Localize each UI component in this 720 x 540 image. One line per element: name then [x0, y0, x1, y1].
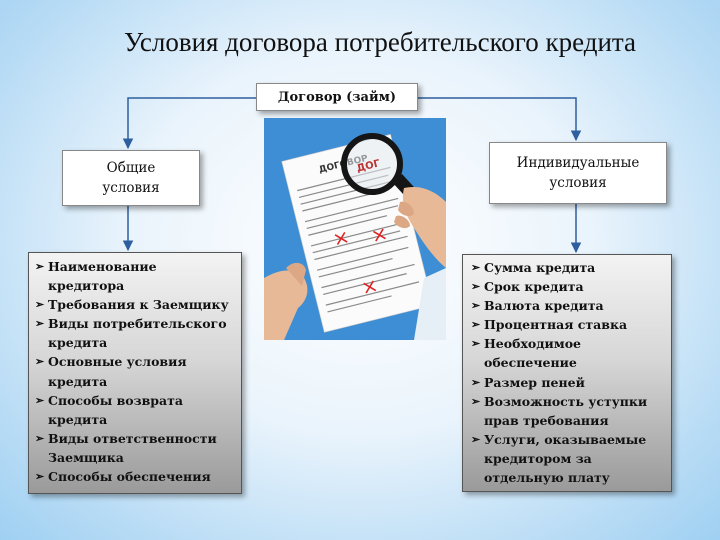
arrow-bullet-icon: ➢: [471, 337, 481, 351]
arrow-bullet-icon: ➢: [35, 355, 45, 369]
page-title: Условия договора потребительского кредит…: [123, 27, 637, 57]
individual-label-line: условия: [549, 175, 607, 191]
general-conditions-list: ➢Наименование кредитора ➢Требования к За…: [28, 252, 242, 494]
list-item: ➢Услуги, оказываемые кредитором за отдел…: [471, 430, 667, 487]
list-item: ➢Виды потребительского кредита: [35, 314, 237, 352]
list-item: ➢ Виды ответственности Заемщика: [35, 429, 237, 467]
list-item: ➢Процентная ставка: [471, 315, 667, 334]
arrow-bullet-icon: ➢: [471, 318, 481, 332]
list-item: ➢Валюта кредита: [471, 296, 667, 315]
connector-to-individual: [416, 97, 582, 142]
root-label: Договор (займ): [277, 89, 397, 105]
list-item: ➢Способы обеспечения: [35, 467, 237, 486]
list-item: ➢Необходимое обеспечение: [471, 334, 667, 372]
arrow-bullet-icon: ➢: [471, 375, 481, 389]
root-node: Договор (займ): [256, 83, 418, 111]
contract-magnifier-photo: ДОГОВОР ДОГ: [264, 118, 446, 340]
list-item: ➢Размер пеней: [471, 373, 667, 392]
list-item: ➢Сумма кредита: [471, 258, 667, 277]
arrow-bullet-icon: ➢: [471, 299, 481, 313]
arrow-bullet-icon: ➢: [471, 261, 481, 274]
individual-conditions-node: Индивидуальные условия: [489, 142, 667, 204]
individual-conditions-list: ➢Сумма кредита ➢Срок кредита ➢Валюта кре…: [462, 254, 672, 492]
connector-to-general: [122, 97, 256, 150]
list-item: ➢Наименование кредитора: [35, 257, 237, 295]
arrow-bullet-icon: ➢: [35, 393, 45, 407]
arrow-bullet-icon: ➢: [471, 280, 481, 294]
general-label-line: Общие: [106, 160, 156, 176]
arrow-bullet-icon: ➢: [471, 394, 481, 408]
list-item: ➢Способы возврата кредита: [35, 391, 237, 429]
list-item: ➢Требования к Заемщику: [35, 295, 237, 314]
general-label-line: условия: [102, 180, 160, 196]
arrow-bullet-icon: ➢: [35, 431, 45, 445]
arrow-bullet-icon: ➢: [35, 470, 45, 484]
arrow-bullet-icon: ➢: [471, 432, 481, 446]
list-item: ➢Возможность уступки прав требования: [471, 392, 667, 430]
list-item: ➢Основные условия кредита: [35, 352, 237, 390]
general-conditions-node: Общие условия: [62, 150, 200, 206]
arrow-bullet-icon: ➢: [35, 317, 45, 331]
arrow-bullet-icon: ➢: [35, 298, 45, 312]
list-item: ➢Срок кредита: [471, 277, 667, 296]
arrow-bullet-icon: ➢: [35, 260, 45, 273]
individual-label-line: Индивидуальные: [516, 155, 640, 171]
